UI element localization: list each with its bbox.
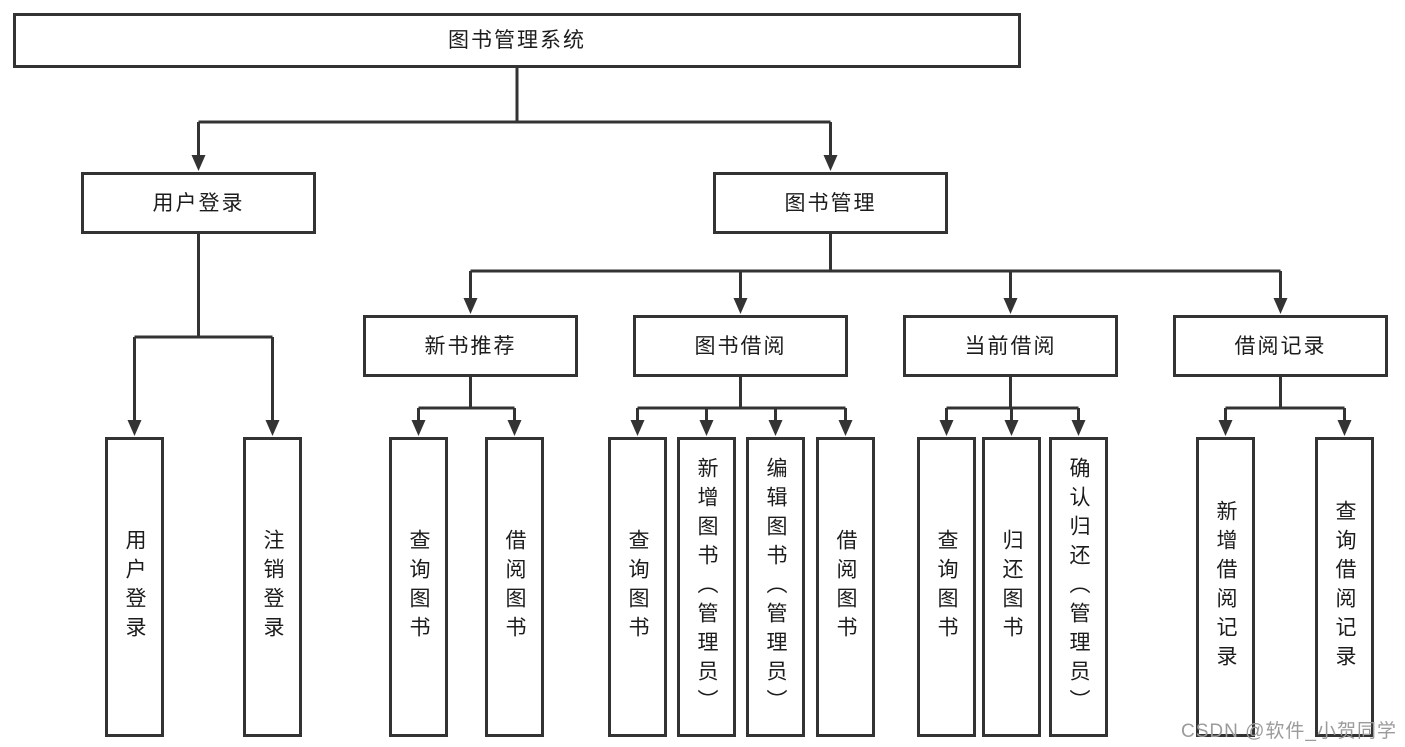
node-book-management: 图书管理	[713, 172, 948, 234]
node-book-management-label: 图书管理	[784, 191, 877, 215]
node-book-borrow-label: 图书借阅	[694, 334, 787, 358]
connector-root	[197, 68, 832, 157]
leaf-query-books-borrow: 查询图书	[608, 437, 667, 737]
leaf-return-book-label: 归还图书	[1000, 529, 1023, 645]
connector-book-borrow	[636, 377, 847, 422]
connector-book-management	[469, 234, 1282, 300]
leaf-query-borrow-record: 查询借阅记录	[1315, 437, 1374, 737]
leaf-query-books-recommend: 查询图书	[389, 437, 448, 737]
node-book-borrow: 图书借阅	[633, 315, 848, 377]
connector-user-login	[133, 234, 274, 422]
arrowheads	[127, 155, 1352, 436]
leaf-confirm-return-admin: 确认归还（管理员）	[1049, 437, 1108, 737]
node-borrow-records-label: 借阅记录	[1234, 334, 1327, 358]
node-current-borrow: 当前借阅	[903, 315, 1118, 377]
leaf-user-login-label: 用户登录	[123, 529, 146, 645]
leaf-borrow-books-recommend-label: 借阅图书	[503, 529, 526, 645]
connector-new-book-recommend	[417, 377, 516, 422]
leaf-query-books-borrow-label: 查询图书	[626, 529, 649, 645]
leaf-query-books-recommend-label: 查询图书	[407, 529, 430, 645]
leaf-confirm-return-admin-label: 确认归还（管理员）	[1067, 456, 1090, 718]
connector-borrow-records	[1224, 377, 1346, 422]
node-root: 图书管理系统	[13, 13, 1021, 68]
leaf-logout-label: 注销登录	[261, 529, 284, 645]
leaf-query-books-current-label: 查询图书	[935, 529, 958, 645]
leaf-borrow-books: 借阅图书	[816, 437, 875, 737]
node-user-login: 用户登录	[81, 172, 316, 234]
leaf-user-login: 用户登录	[105, 437, 164, 737]
leaf-return-book: 归还图书	[982, 437, 1041, 737]
leaf-add-book-admin-label: 新增图书（管理员）	[695, 456, 718, 718]
node-borrow-records: 借阅记录	[1173, 315, 1388, 377]
leaf-add-borrow-record-label: 新增借阅记录	[1214, 500, 1237, 674]
node-new-book-recommend: 新书推荐	[363, 315, 578, 377]
watermark-text: CSDN @软件_小贺同学	[1181, 721, 1397, 742]
node-current-borrow-label: 当前借阅	[964, 334, 1057, 358]
leaf-logout: 注销登录	[243, 437, 302, 737]
node-new-book-recommend-label: 新书推荐	[424, 334, 517, 358]
leaf-add-book-admin: 新增图书（管理员）	[677, 437, 736, 737]
leaf-edit-book-admin: 编辑图书（管理员）	[746, 437, 805, 737]
leaf-query-borrow-record-label: 查询借阅记录	[1333, 500, 1356, 674]
leaf-borrow-books-recommend: 借阅图书	[485, 437, 544, 737]
leaf-edit-book-admin-label: 编辑图书（管理员）	[764, 456, 787, 718]
node-root-label: 图书管理系统	[448, 29, 586, 52]
connector-current-borrow	[945, 377, 1080, 422]
leaf-add-borrow-record: 新增借阅记录	[1196, 437, 1255, 737]
node-user-login-label: 用户登录	[152, 191, 245, 215]
leaf-query-books-current: 查询图书	[917, 437, 976, 737]
leaf-borrow-books-label: 借阅图书	[834, 529, 857, 645]
